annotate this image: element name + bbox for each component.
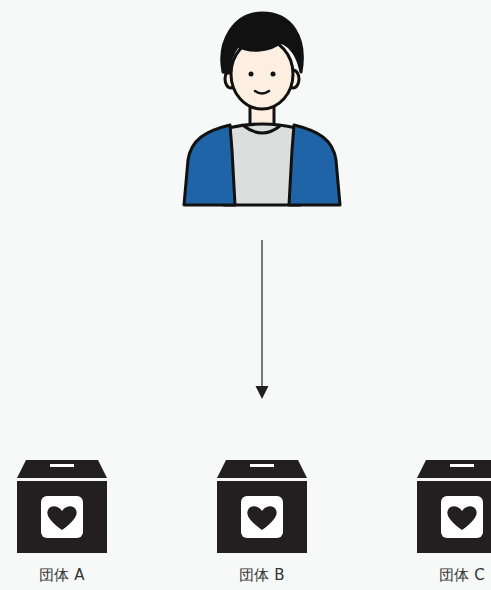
donor-person	[184, 13, 340, 205]
organization-label: 団体 C	[416, 566, 491, 584]
heart-badge	[441, 496, 483, 538]
box-body	[417, 481, 491, 553]
organization-label: 団体 B	[216, 566, 308, 584]
person-hair	[222, 13, 302, 73]
heart-badge	[41, 496, 83, 538]
person-eye	[249, 72, 254, 77]
box-slot	[50, 464, 74, 467]
box-slot	[250, 464, 274, 467]
box-icon	[416, 458, 491, 554]
heart-symbol	[47, 506, 76, 530]
flow-arrow-head	[256, 386, 269, 399]
box-lid	[17, 460, 107, 478]
donation-box: 団体 C	[416, 458, 491, 584]
box-slot	[450, 464, 474, 467]
box-body	[217, 481, 307, 553]
donation-box: 団体 B	[216, 458, 308, 584]
heart-symbol	[447, 506, 476, 530]
shirt-collar	[244, 126, 280, 133]
flow-arrow-line	[261, 240, 262, 388]
heart-symbol	[247, 506, 276, 530]
heart-badge	[241, 496, 283, 538]
box-body	[17, 481, 107, 553]
cardigan-left	[184, 125, 235, 205]
box-lid	[217, 460, 307, 478]
box-icon	[16, 458, 108, 554]
person-smile	[255, 91, 269, 94]
cardigan-right	[289, 125, 340, 205]
box-icon	[216, 458, 308, 554]
organization-label: 団体 A	[16, 566, 108, 584]
donation-box: 団体 A	[16, 458, 108, 584]
box-lid	[417, 460, 491, 478]
person-eye	[271, 72, 276, 77]
